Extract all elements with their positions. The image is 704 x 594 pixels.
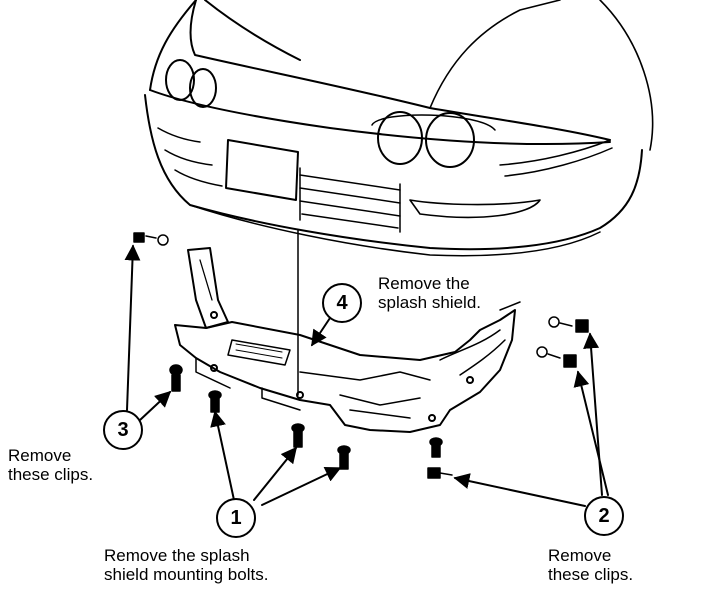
callout-3: 3 xyxy=(103,410,143,450)
splash-shield xyxy=(174,247,516,433)
label-remove-splash-shield: Remove the splash shield. xyxy=(378,274,481,312)
callout-4: 4 xyxy=(322,283,362,323)
clip-right-a xyxy=(548,316,589,333)
clip-top-left xyxy=(133,232,169,246)
clip-right-b xyxy=(536,346,577,368)
car-front-bumper xyxy=(144,0,654,257)
callout-2: 2 xyxy=(584,496,624,536)
label-remove-clips-right: Remove these clips. xyxy=(548,546,633,584)
label-remove-mounting-bolts: Remove the splash shield mounting bolts. xyxy=(104,546,268,584)
bolt-center xyxy=(291,423,305,448)
callout-1: 1 xyxy=(216,498,256,538)
fasteners xyxy=(133,232,589,479)
label-line: shield mounting bolts. xyxy=(104,565,269,584)
label-line: Remove xyxy=(548,546,612,565)
label-remove-clips-left: Remove these clips. xyxy=(8,446,93,484)
bolt-right-of-center xyxy=(337,445,351,470)
label-line: Remove xyxy=(8,446,72,465)
label-line: these clips. xyxy=(8,465,94,484)
label-line: splash shield. xyxy=(378,293,482,312)
label-line: Remove the xyxy=(378,274,470,293)
label-line: Remove the splash xyxy=(104,546,250,565)
leader-lines xyxy=(124,229,609,507)
clip-bottom-right xyxy=(427,467,453,479)
label-line: these clips. xyxy=(548,565,634,584)
bolt-left xyxy=(208,390,222,413)
clip-left-a xyxy=(169,364,183,392)
clip-bottom xyxy=(429,437,443,458)
